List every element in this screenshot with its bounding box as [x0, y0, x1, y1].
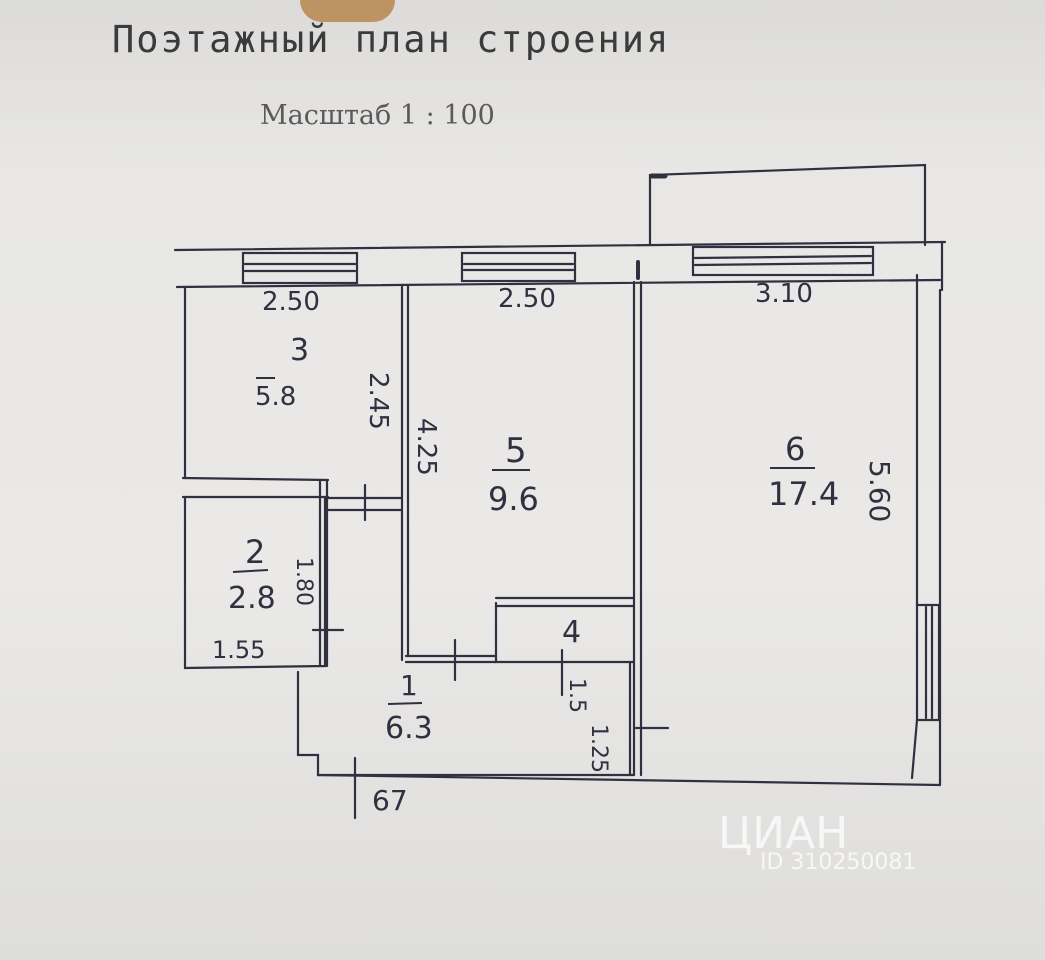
exterior-wall-top — [173, 240, 947, 252]
dim-room3-width: 2.50 — [262, 287, 320, 317]
balcony-outline — [648, 163, 927, 247]
dim-hall-width: 67 — [372, 784, 408, 817]
room5-bottom-wall — [404, 654, 498, 664]
dim-room5-height: 4.25 — [411, 418, 441, 476]
scale-label: Масштаб 1 : 100 — [260, 100, 495, 131]
room1-number: 1 — [400, 669, 418, 702]
room2-area: 2.8 — [228, 581, 276, 616]
room3-area: 5.8 — [255, 382, 296, 412]
plan-title: Поэтажный план строения — [112, 18, 671, 61]
dim-room2-height: 1.80 — [291, 557, 316, 606]
dim-room6-height: 5.60 — [863, 460, 896, 522]
dim-room2-width: 1.55 — [212, 636, 265, 664]
watermark-brand: ЦИАН — [718, 808, 849, 859]
room6-number: 6 — [785, 430, 805, 468]
room4-outline — [494, 601, 636, 664]
room5-area: 9.6 — [488, 480, 539, 518]
window-room5 — [460, 251, 577, 283]
room4-number: 4 — [562, 615, 581, 650]
dim-room4-width: 1.5 — [564, 678, 589, 713]
dim-hall-height: 1.25 — [586, 724, 611, 773]
dim-room6-width: 3.10 — [755, 279, 813, 309]
window-room6-side — [915, 603, 941, 722]
hall-outline — [296, 670, 942, 787]
window-room3 — [241, 251, 359, 285]
room5-number: 5 — [505, 431, 527, 471]
dim-room3-height: 2.45 — [363, 372, 393, 430]
room2-number: 2 — [245, 533, 265, 571]
watermark-id: ID 310250081 — [760, 850, 917, 875]
room1-area: 6.3 — [385, 711, 433, 746]
paper-stain — [300, 0, 395, 22]
window-room6 — [691, 245, 875, 277]
room3-number: 3 — [290, 333, 309, 368]
room3-bottom-wall — [181, 476, 330, 482]
room6-area: 17.4 — [768, 475, 839, 513]
room2-outline — [183, 495, 327, 670]
dim-room5-width: 2.50 — [498, 284, 556, 314]
